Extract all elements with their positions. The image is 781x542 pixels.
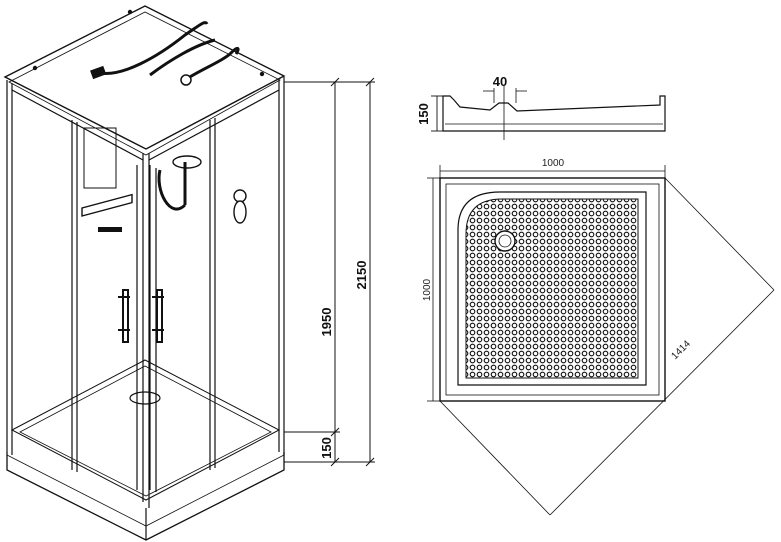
door-handle-icon (118, 289, 164, 343)
mixer-valve-icon (233, 189, 247, 224)
roof-light-icon (180, 74, 192, 86)
shower-head-icon (157, 155, 202, 211)
dim-tray-width: 1000 (542, 158, 565, 169)
tray-plan (427, 165, 775, 516)
cabin-roof (3, 5, 286, 156)
dim-total-height: 2150 (354, 261, 369, 290)
dim-cabin-height: 1950 (319, 308, 334, 337)
drain-icon (129, 391, 161, 405)
roof-cables (94, 21, 240, 82)
tray-profile (431, 86, 666, 140)
mirror-panel (83, 127, 117, 189)
roof-fan-icon (90, 65, 107, 80)
dim-profile-height: 150 (416, 103, 431, 125)
towel-bar (98, 227, 122, 232)
dim-tray-depth: 1000 (422, 278, 433, 301)
height-dimensions (284, 77, 375, 467)
dim-tray-diagonal: 1414 (669, 338, 693, 362)
cabin-tray (6, 359, 285, 541)
dim-tray-height: 150 (319, 437, 334, 459)
cabin-view (3, 5, 286, 541)
cabin-frame (6, 77, 285, 508)
shelf-icon (81, 193, 133, 217)
dim-drain-offset: 40 (493, 74, 507, 89)
